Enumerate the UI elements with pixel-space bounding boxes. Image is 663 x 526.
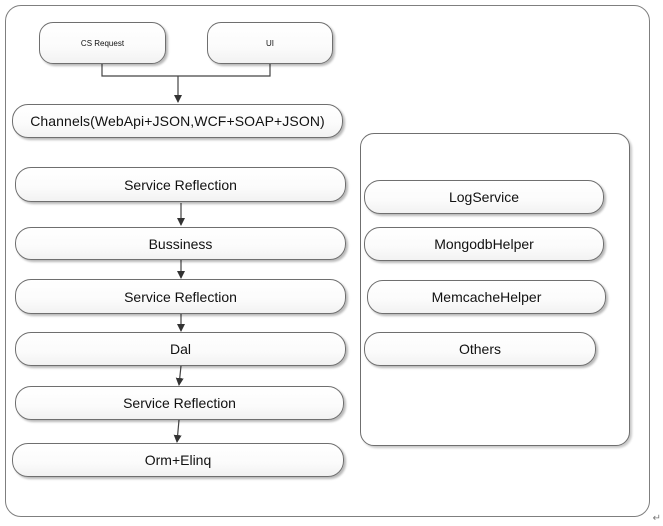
merge-connector [101,64,271,77]
dal-node: Dal [15,332,346,366]
mongodb-helper-node: MongodbHelper [364,227,604,261]
service-reflection-node-3: Service Reflection [15,386,344,420]
service-reflection-node-1: Service Reflection [15,167,346,202]
log-service-node: LogService [364,180,604,214]
arrow-service-reflection-to-orm [173,419,182,443]
paragraph-return-icon: ↵ [652,513,661,524]
ui-node: UI [207,22,333,64]
memcache-helper-node: MemcacheHelper [367,280,606,314]
service-reflection-node-2: Service Reflection [15,279,346,314]
orm-elinq-node: Orm+Elinq [12,443,344,477]
channels-node: Channels(WebApi+JSON,WCF+SOAP+JSON) [12,104,343,138]
arrow-dal-to-service-reflection [175,365,184,386]
bussiness-node: Bussiness [15,227,346,260]
others-node: Others [364,332,596,366]
cs-request-node: CS Request [39,22,166,64]
